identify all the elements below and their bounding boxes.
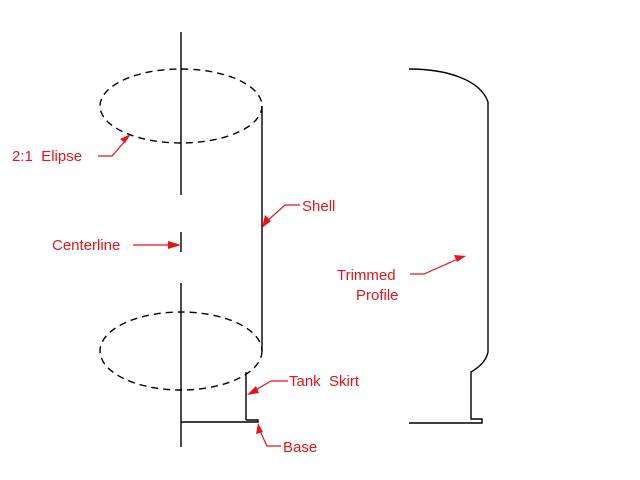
label-ellipse: 2:1 Elipse	[12, 148, 82, 165]
leader-base	[259, 430, 281, 447]
base-line	[181, 419, 259, 423]
annotations: 2:1 Elipse Centerline Shell Trimmed Prof…	[12, 134, 466, 456]
arrow-centerline	[168, 241, 181, 249]
leader-tank-skirt	[253, 380, 288, 392]
label-centerline: Centerline	[52, 237, 120, 254]
arrow-base	[256, 423, 263, 434]
label-trimmed-line2: Profile	[356, 287, 399, 304]
arrow-shell	[262, 215, 271, 228]
leader-ellipse	[98, 139, 127, 157]
trimmed-profile-view	[408, 68, 489, 424]
label-tank-skirt: Tank Skirt	[289, 373, 360, 390]
left-construction-view	[99, 32, 263, 447]
arrow-ellipse	[120, 134, 131, 143]
leader-shell	[265, 204, 300, 223]
label-base: Base	[283, 439, 317, 456]
trimmed-profile-outline	[408, 68, 489, 424]
leader-trimmed	[410, 258, 459, 275]
label-shell: Shell	[302, 198, 335, 215]
arrow-tank-skirt	[247, 386, 259, 395]
arrow-trimmed	[454, 255, 466, 262]
label-trimmed-line1: Trimmed	[337, 267, 396, 284]
